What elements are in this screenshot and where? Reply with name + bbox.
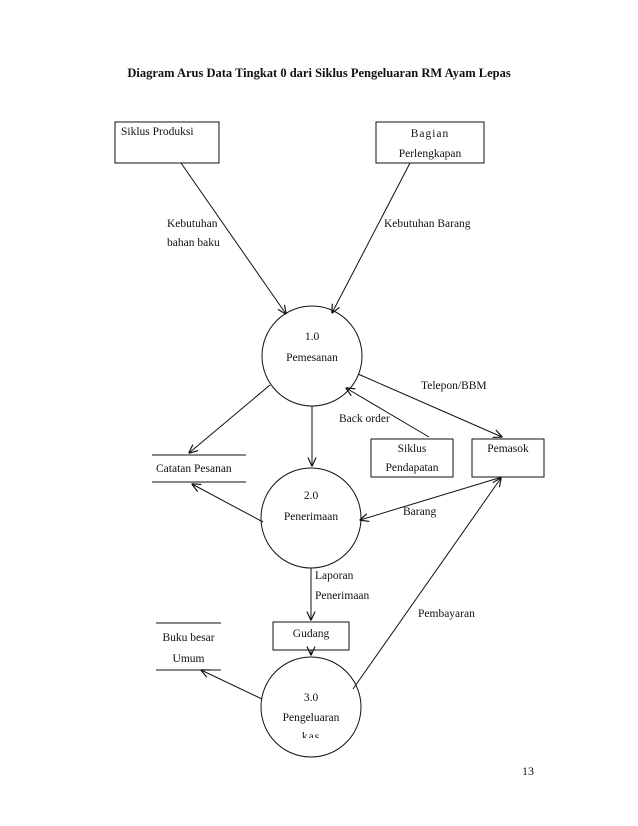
entity-siklus-pendapatan-line1: Siklus [397, 443, 427, 455]
entity-pemasok-label: Pemasok [487, 443, 529, 455]
store-catatan-pesanan-label: Catatan Pesanan [156, 463, 232, 475]
process-pengeluaran-kas-circle [260, 656, 362, 758]
process-2-name: Penerimaan [283, 511, 339, 523]
flow-label-laporan: Laporan [315, 570, 354, 582]
flow-pengeluaran-to-buku-besar-arrow [201, 670, 263, 700]
flow-label-pembayaran: Pembayaran [418, 608, 475, 620]
store-buku-besar-line2: Umum [172, 653, 205, 665]
entity-bagian-label-line2: Perlengkapan [398, 148, 462, 160]
entity-bagian-perlengkapan-box [375, 121, 485, 164]
flow-kebutuhan-barang-arrow [332, 162, 411, 313]
flow-label-kebutuhan: Kebutuhan [167, 218, 218, 230]
flow-back-order-arrow [346, 388, 430, 438]
process-2-number: 2.0 [303, 490, 319, 502]
process-3-name2-clip: kas [261, 728, 361, 738]
process-3-name: Pengeluaran [282, 712, 340, 724]
flow-label-telepon-bbm: Telepon/BBM [421, 380, 487, 392]
entity-pemasok-box [471, 438, 545, 478]
flow-pemesanan-to-catatan-arrow [189, 384, 271, 453]
entity-siklus-produksi-box [114, 121, 220, 164]
flow-penerimaan-to-catatan-arrow [192, 484, 264, 523]
flow-label-barang: Barang [403, 506, 437, 518]
flow-label-penerimaan: Penerimaan [315, 590, 370, 602]
store-buku-besar-line1: Buku besar [162, 632, 215, 644]
flow-label-bahan-baku: bahan baku [167, 237, 220, 249]
flow-label-kebutuhan-barang: Kebutuhan Barang [384, 218, 471, 230]
flow-kebutuhan-bahan-baku-arrow [180, 162, 286, 314]
entity-siklus-pendapatan-line2: Pendapatan [385, 462, 439, 474]
entity-siklus-produksi-label: Siklus Produksi [121, 126, 194, 138]
process-3-number: 3.0 [303, 692, 319, 704]
flow-barang-arrow [360, 476, 503, 520]
process-1-number: 1.0 [304, 331, 320, 343]
flow-label-back-order: Back order [339, 413, 390, 425]
process-3-name2: kas [301, 731, 321, 738]
entity-gudang-label: Gudang [292, 628, 330, 640]
diagram-title: Diagram Arus Data Tingkat 0 dari Siklus … [127, 66, 511, 80]
flow-telepon-bbm-arrow [357, 373, 502, 437]
page-number: 13 [522, 764, 534, 778]
entity-bagian-label-line1: Bagian [410, 128, 450, 140]
entity-siklus-pendapatan-box [370, 438, 454, 478]
process-1-name: Pemesanan [286, 352, 338, 364]
flow-pembayaran-arrow [352, 478, 501, 690]
